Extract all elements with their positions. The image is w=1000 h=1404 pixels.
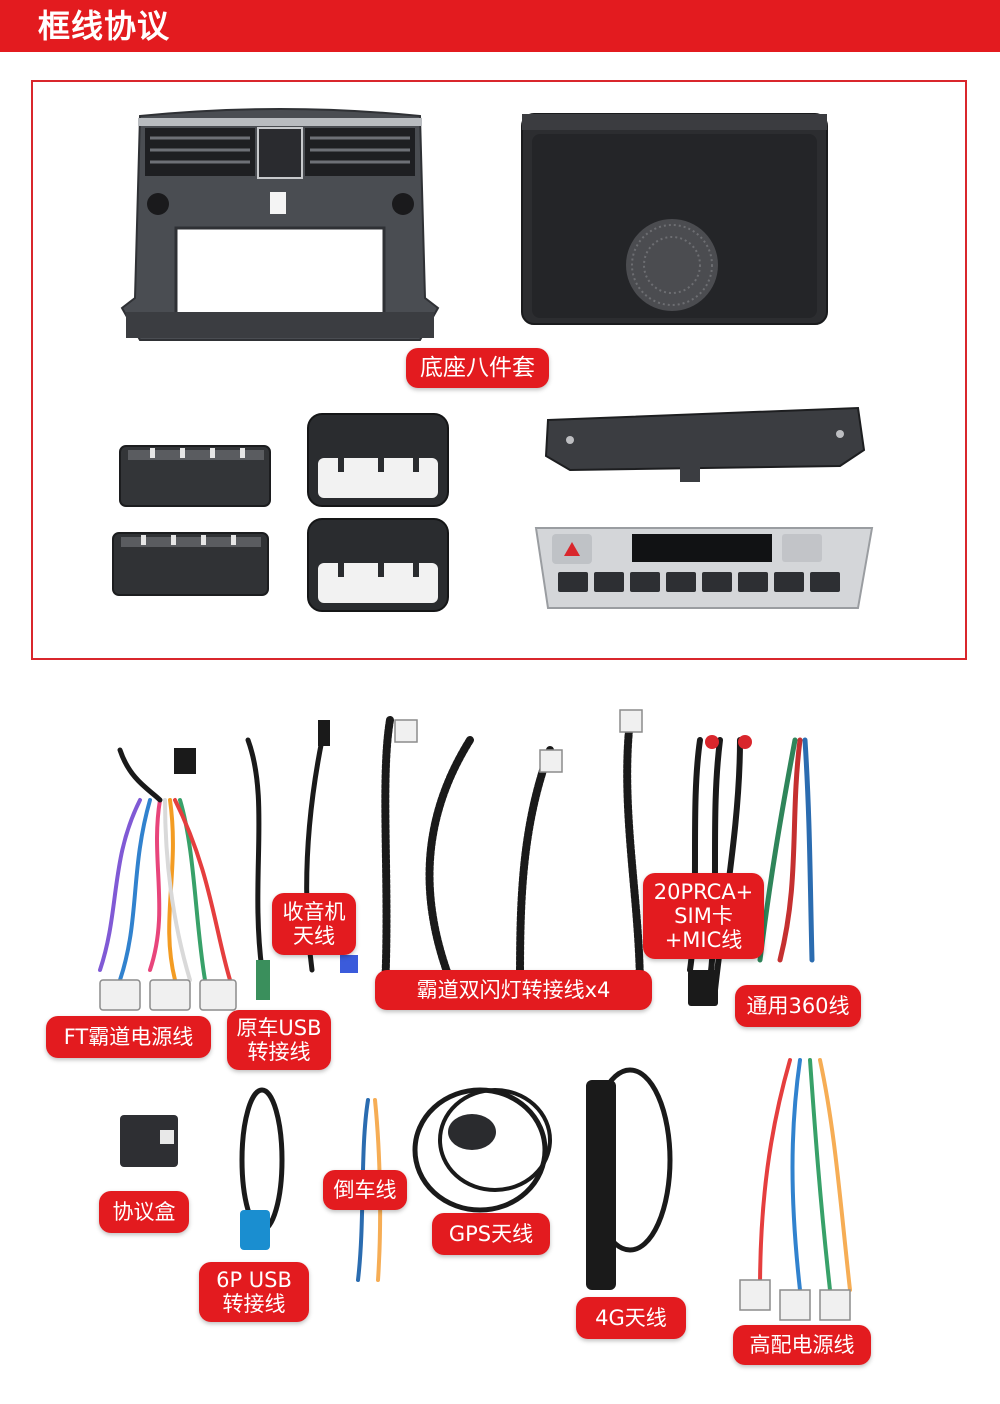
usb-6p-label: 6P USB 转接线 [199,1262,309,1322]
double-flash-label: 霸道双闪灯转接线x4 [375,970,652,1010]
oem-usb-label: 原车USB 转接线 [227,1010,331,1070]
mount-bracket-icon [544,406,866,482]
panel-frame-icon [120,108,440,341]
air-vent-duct-icon [119,445,271,507]
page-title: 框线协议 [38,7,171,45]
antenna-4g-label: 4G天线 [576,1297,686,1339]
air-vent-duct-icon [307,413,449,507]
speaker-housing-icon [521,113,828,325]
rca-sim-mic-label: 20PRCA+ SIM卡 +MIC线 [643,873,764,959]
frame-parts-box [31,80,967,660]
air-vent-duct-icon [307,518,449,612]
gps-antenna-label: GPS天线 [432,1213,550,1255]
ft-power-label: FT霸道电源线 [46,1016,211,1058]
frame-kit-label: 底座八件套 [406,348,549,388]
universal-360-label: 通用360线 [735,985,861,1027]
high-power-label: 高配电源线 [733,1325,871,1365]
reverse-cable-label: 倒车线 [323,1170,407,1210]
ft-power-harness [148,798,162,972]
climate-control-panel-icon [534,527,874,609]
page-header: 框线协议 [0,0,1000,52]
protocol-box-label: 协议盒 [99,1191,189,1233]
radio-antenna-label: 收音机 天线 [272,893,356,955]
air-vent-duct-icon [112,532,269,596]
